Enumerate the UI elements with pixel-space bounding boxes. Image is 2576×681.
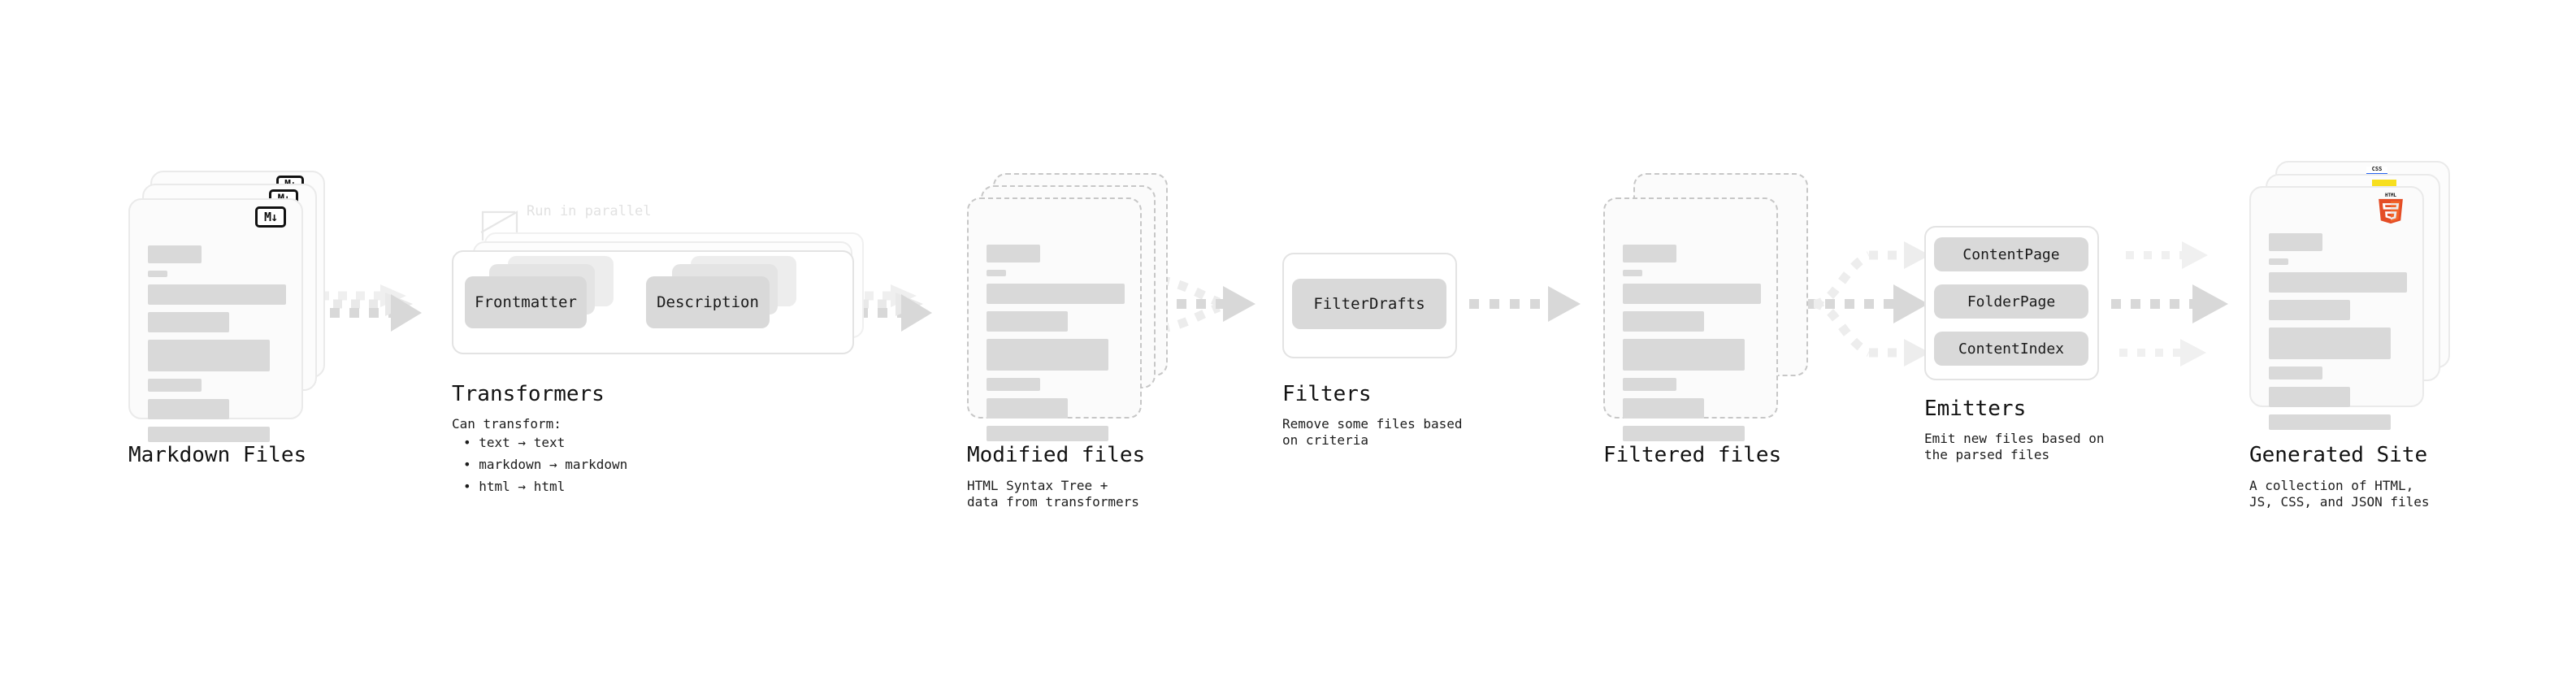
emitters-pill-contentpage[interactable]: ContentPage bbox=[1934, 237, 2088, 271]
transformers-bullet-1-text: markdown → markdown bbox=[479, 457, 628, 472]
run-in-parallel-label: Run in parallel bbox=[527, 203, 652, 219]
transformers-pill-description[interactable]: Description bbox=[646, 276, 770, 328]
filters-title: Filters bbox=[1282, 382, 1372, 406]
arrow-filtered-to-emitters bbox=[1806, 241, 1930, 367]
transformers-bullet-2: • html → html bbox=[463, 479, 566, 494]
html5-icon-label: HTML bbox=[2385, 193, 2397, 198]
transformers-bullet-0-text: text → text bbox=[479, 435, 566, 450]
filters-pill-filterdrafts[interactable]: FilterDrafts bbox=[1292, 279, 1446, 329]
generated-site-title: Generated Site bbox=[2249, 443, 2428, 467]
filtered-card-lines bbox=[1623, 245, 1761, 449]
transformers-subtitle: Can transform: bbox=[452, 416, 562, 432]
emitters-subtitle: Emit new files based on the parsed files bbox=[1924, 431, 2105, 462]
arrow-filters-to-filtered bbox=[1469, 286, 1581, 322]
modified-card-front bbox=[967, 197, 1142, 441]
transformers-title: Transformers bbox=[452, 382, 605, 406]
filters-subtitle: Remove some files based on criteria bbox=[1282, 416, 1463, 448]
filtered-files-title: Filtered files bbox=[1603, 443, 1782, 467]
markdown-badge-front[interactable]: M↓ bbox=[255, 206, 286, 228]
arrow-markdown-to-transformers bbox=[310, 284, 422, 332]
generated-site-subtitle: A collection of HTML, JS, CSS, and JSON … bbox=[2249, 478, 2430, 510]
emitters-pill-folderpage[interactable]: FolderPage bbox=[1934, 284, 2088, 319]
transformers-pill-frontmatter[interactable]: Frontmatter bbox=[465, 276, 587, 328]
transformers-bullet-0: • text → text bbox=[463, 435, 566, 450]
modified-files-subtitle: HTML Syntax Tree + data from transformer… bbox=[967, 478, 1139, 510]
arrow-emitters-to-site bbox=[2111, 241, 2228, 367]
markdown-card-lines bbox=[148, 245, 286, 449]
html5-icon-svg: HTML bbox=[2379, 193, 2403, 224]
css-badge-label: CSS bbox=[2371, 166, 2383, 172]
emitters-title: Emitters bbox=[1924, 397, 2027, 421]
markdown-files-title: Markdown Files bbox=[128, 443, 307, 467]
html5-icon: HTML bbox=[2377, 192, 2405, 224]
transformers-bullet-1: • markdown → markdown bbox=[463, 457, 628, 472]
emitters-pill-contentindex[interactable]: ContentIndex bbox=[1934, 332, 2088, 366]
modified-card-lines bbox=[987, 245, 1125, 449]
modified-files-title: Modified files bbox=[967, 443, 1146, 467]
filtered-card-front bbox=[1603, 197, 1778, 441]
site-card-front bbox=[2249, 186, 2424, 430]
transformers-bullet-2-text: html → html bbox=[479, 479, 566, 494]
markdown-card-front bbox=[128, 198, 303, 442]
site-card-lines bbox=[2269, 233, 2407, 437]
